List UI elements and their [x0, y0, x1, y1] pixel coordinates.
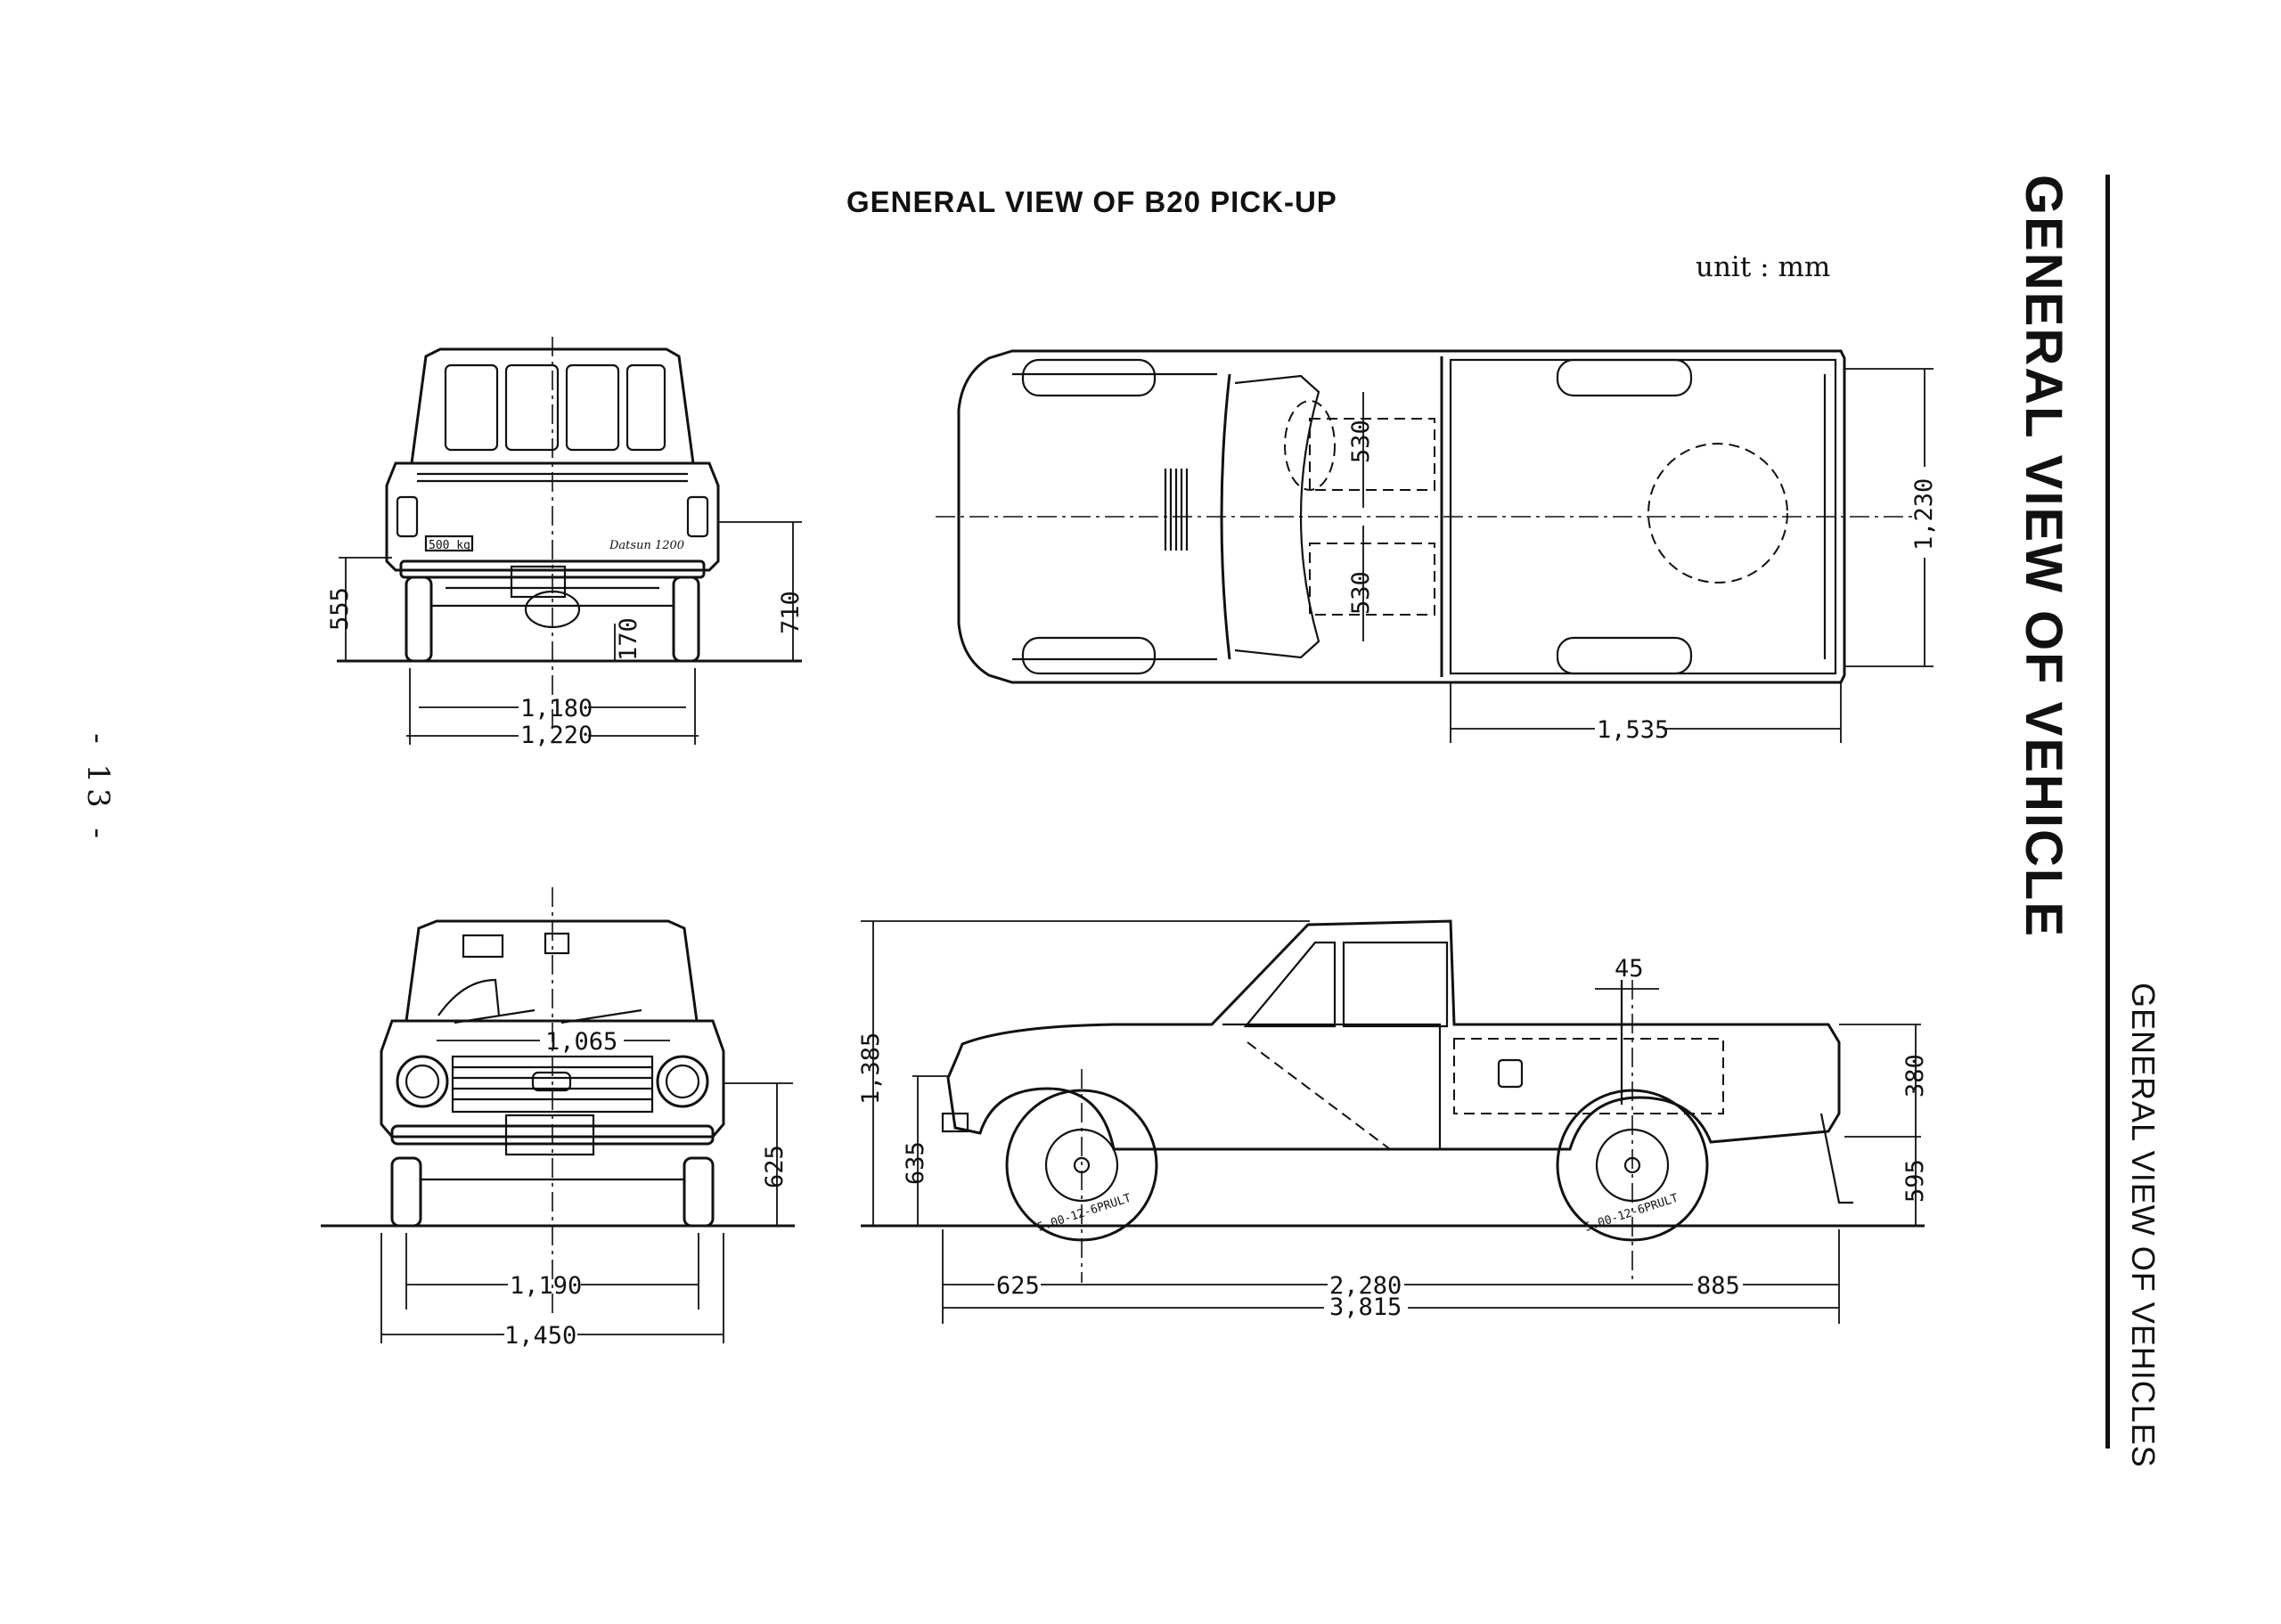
dim-rear-1180: 1,180	[520, 695, 593, 722]
dim-rear-170: 170	[615, 617, 642, 661]
dim-side-595: 595	[1901, 1159, 1929, 1203]
section-tab: GENERAL VIEW OF VEHICLES	[2125, 983, 2162, 1468]
dim-side-1385: 1,385	[857, 1032, 885, 1105]
rear-plate-text: 500 kg	[429, 539, 470, 552]
rear-badge-text: Datsun 1200	[609, 539, 684, 552]
dim-side-3815: 3,815	[1329, 1293, 1402, 1321]
section-rule	[2105, 175, 2110, 1449]
dim-rear-555: 555	[326, 587, 354, 631]
dim-front-625: 625	[761, 1145, 789, 1188]
page-title: GENERAL VIEW OF B20 PICK-UP	[846, 185, 1337, 218]
side-view: 5.00-12-6PRULT 5.00-12-6PRULT 45 1,385 6…	[857, 919, 1929, 1324]
dim-front-1065: 1,065	[545, 1028, 617, 1056]
rear-view: 500 kg Datsun 1200 555 170 710	[326, 337, 805, 749]
dim-top-1535: 1,535	[1597, 716, 1669, 744]
dim-top-530-upper: 530	[1347, 420, 1375, 463]
dim-rear-1220: 1,220	[520, 722, 593, 749]
dim-side-380: 380	[1901, 1054, 1929, 1098]
unit-label: unit : mm	[1696, 251, 1831, 283]
dim-rear-710: 710	[777, 591, 805, 634]
dim-top-1230: 1,230	[1910, 478, 1938, 551]
dim-side-2280: 2,280	[1329, 1272, 1402, 1300]
dim-side-885: 885	[1696, 1272, 1740, 1300]
dim-top-530-lower: 530	[1347, 571, 1375, 615]
dim-side-625: 625	[996, 1272, 1040, 1300]
side-title: GENERAL VIEW OF VEHICLE	[2015, 175, 2073, 939]
top-view: 530 530 1,230 1,535	[936, 349, 1938, 744]
dim-front-1190: 1,190	[510, 1272, 582, 1300]
dim-side-635: 635	[902, 1141, 929, 1185]
tire-marking-front: 5.00-12-6PRULT	[1036, 1192, 1133, 1235]
tire-marking-rear: 5.00-12-6PRULT	[1583, 1192, 1680, 1235]
dim-side-45: 45	[1615, 955, 1644, 983]
front-view: 1,065 625 1,190 1,450	[321, 887, 795, 1350]
dim-front-1450: 1,450	[504, 1322, 576, 1350]
